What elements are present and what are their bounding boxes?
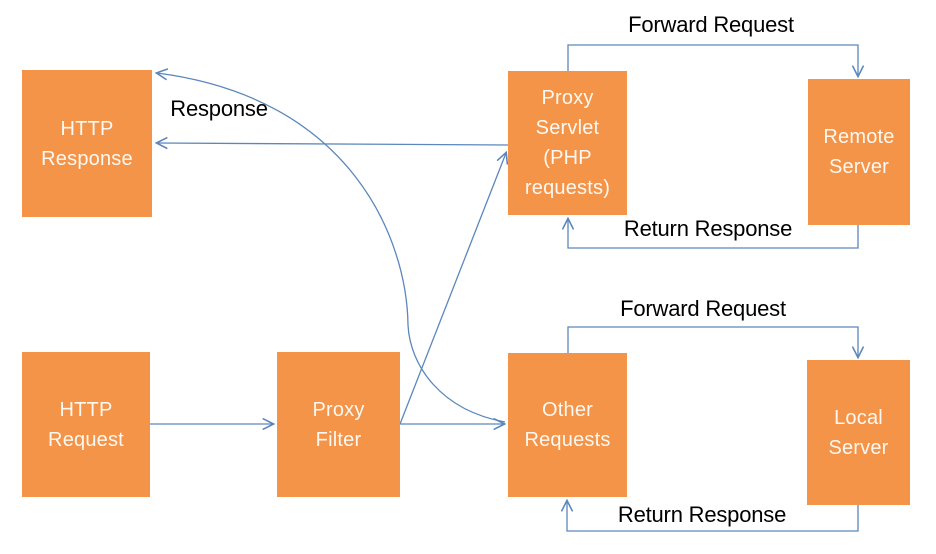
edge-label-forward-request-bottom: Forward Request (620, 296, 786, 321)
node-label-line: requests) (524, 177, 611, 199)
node-label-line: (PHP (543, 147, 592, 169)
node-proxy-servlet: Proxy Servlet (PHP requests) (508, 71, 627, 215)
node-http-request: HTTP Request (22, 352, 150, 497)
node-label-line: Response (41, 147, 133, 170)
node-label-line: Servlet (535, 117, 600, 139)
node-label-line: Other (541, 399, 594, 421)
node-label-line: Proxy (312, 398, 365, 421)
node-label-line: Remote (823, 126, 895, 148)
arrow-local-server-to-other-requests (567, 501, 859, 532)
node-other-requests: Other Requests (508, 353, 627, 497)
arrow-proxy-servlet-to-remote-server (567, 44, 858, 76)
edge-label-response: Response (170, 96, 268, 121)
node-remote-server: Remote Server (808, 79, 910, 225)
edge-label-return-response-top: Return Response (623, 216, 793, 241)
node-label-line: Filter (315, 428, 362, 451)
node-label-line: Local (834, 406, 883, 429)
node-label-line: HTTP (59, 398, 113, 421)
node-proxy-filter: Proxy Filter (277, 352, 400, 497)
node-label-line: Proxy (541, 87, 594, 109)
arrow-proxy-filter-to-proxy-servlet (399, 153, 506, 425)
curve-other-requests-to-http-response (157, 73, 506, 423)
node-label-line: Server (828, 436, 889, 459)
node-local-server: Local Server (807, 360, 910, 505)
node-label-line: Request (48, 428, 124, 451)
node-label-line: Requests (524, 429, 611, 451)
arrow-remote-server-to-proxy-servlet (568, 219, 859, 249)
node-label-line: Server (828, 156, 890, 178)
edge-label-forward-request-top: Forward Request (628, 12, 794, 37)
arrow-other-requests-to-local-server (567, 326, 858, 357)
arrow-proxy-servlet-to-http-response (157, 143, 509, 145)
node-http-response: HTTP Response (22, 70, 152, 217)
node-label-line: HTTP (60, 117, 114, 140)
edge-label-return-response-bottom: Return Response (617, 502, 787, 527)
